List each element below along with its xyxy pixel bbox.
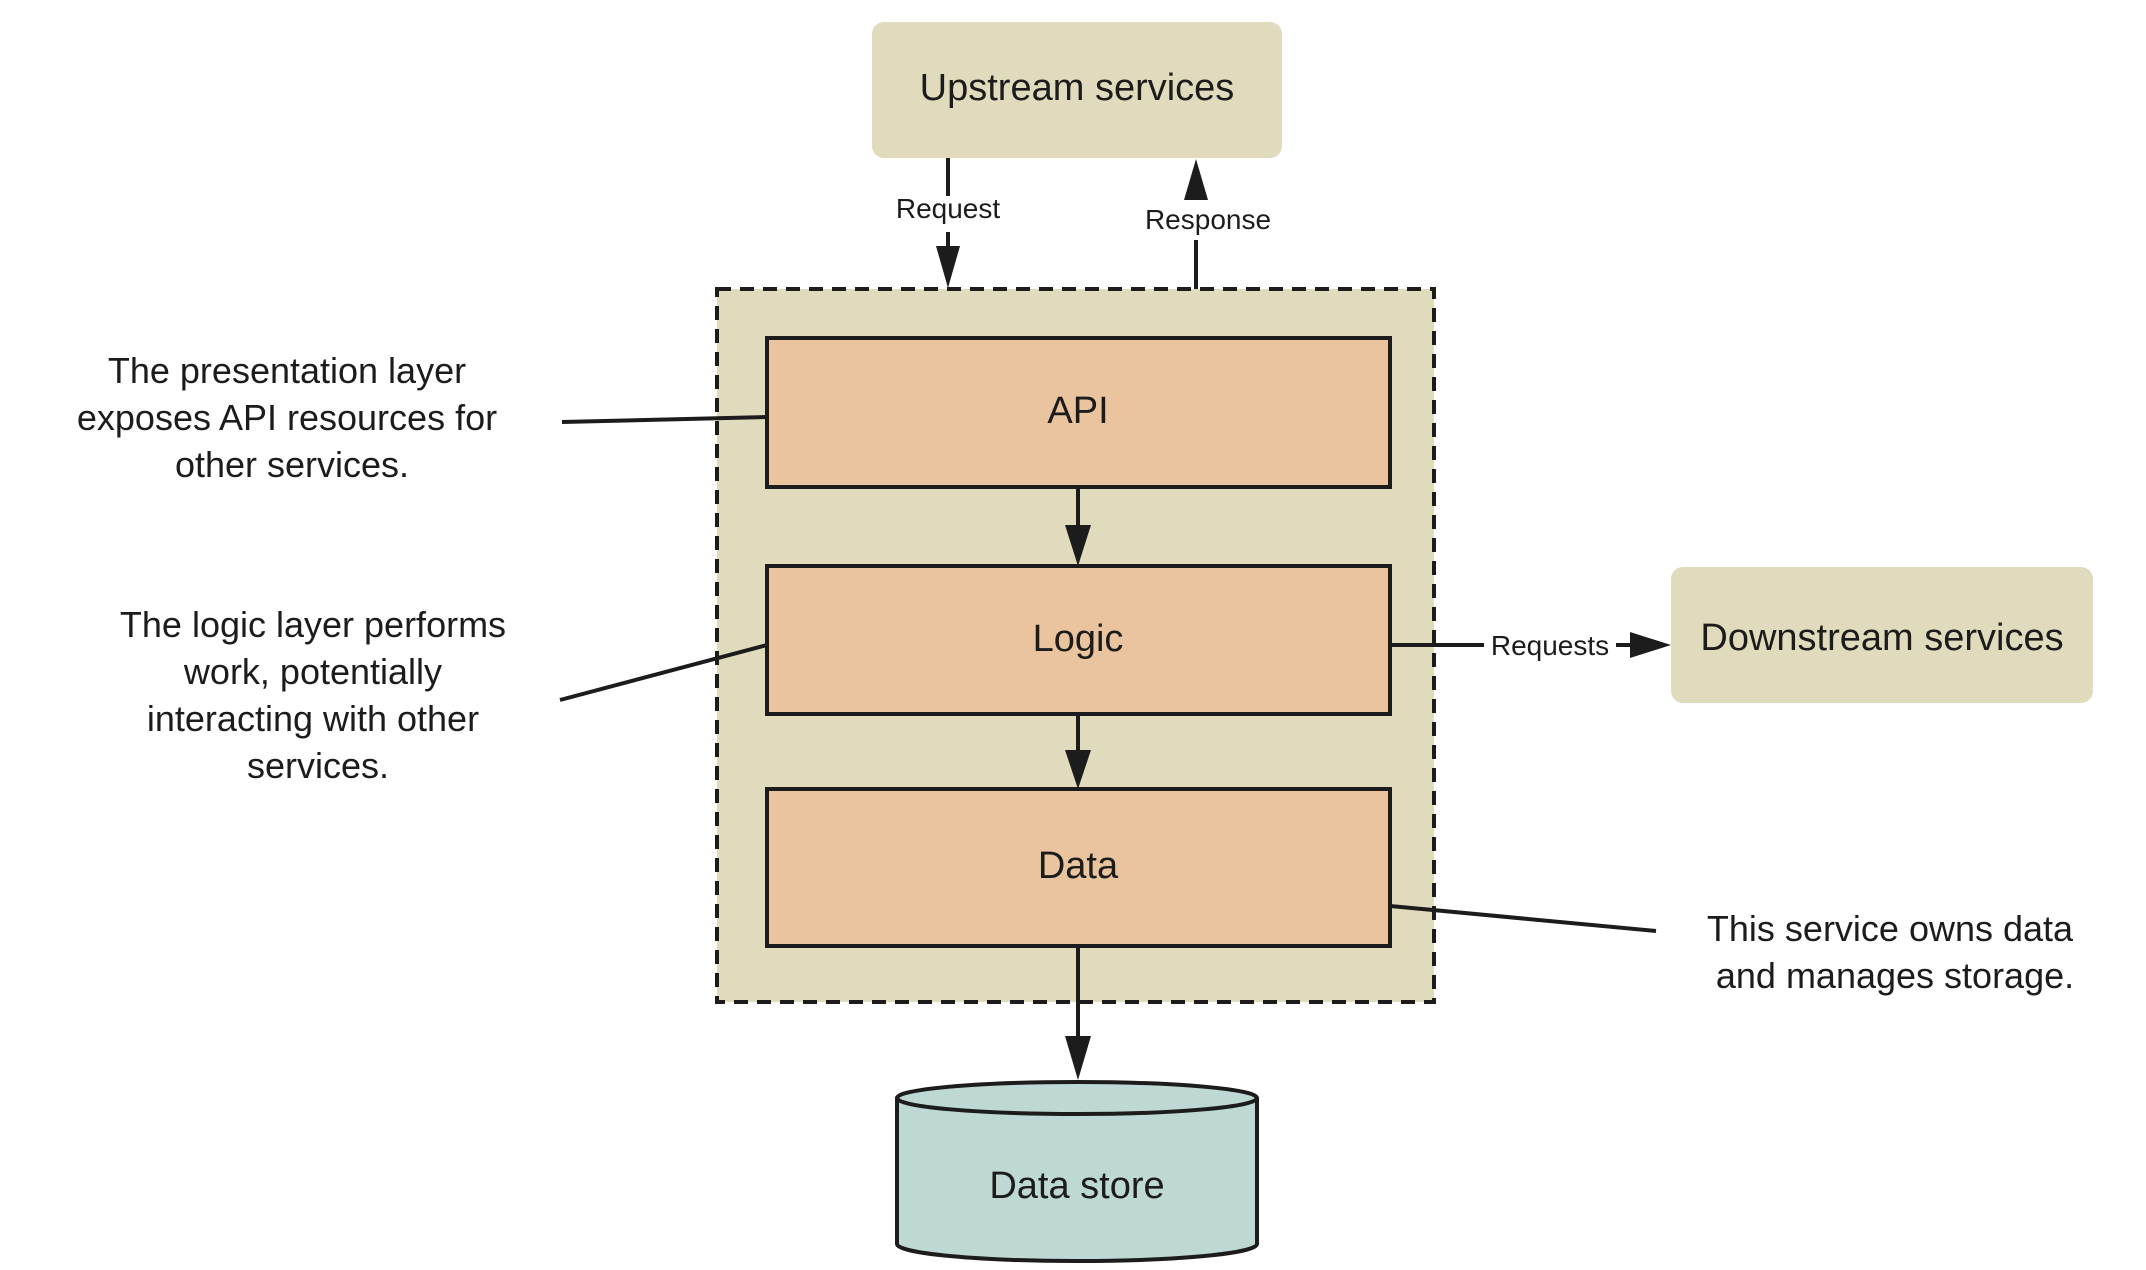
response-edge: Response	[1145, 159, 1271, 289]
data-layer-label: Data	[1038, 845, 1119, 887]
logic-layer-node[interactable]: Logic	[765, 564, 1392, 716]
data-annotation: This service owns data and manages stora…	[1389, 904, 2083, 996]
requests-edge: Requests	[1390, 630, 1671, 661]
api-layer-node[interactable]: API	[765, 336, 1392, 489]
data-annotation-text: This service owns data and manages stora…	[1707, 908, 2083, 996]
logic-data-arrowhead-icon	[1065, 750, 1091, 789]
requests-label: Requests	[1491, 630, 1609, 661]
datastore-node[interactable]: Data store	[895, 1080, 1259, 1263]
data-leader-line	[1389, 904, 1657, 933]
upstream-services-label: Upstream services	[920, 67, 1235, 109]
data-to-datastore-edge	[1065, 946, 1091, 1080]
datastore-top	[895, 1080, 1259, 1116]
api-to-logic-edge	[1065, 487, 1091, 566]
response-label: Response	[1145, 204, 1271, 235]
logic-layer-label: Logic	[1033, 618, 1124, 660]
api-logic-arrowhead-icon	[1065, 525, 1091, 566]
request-label: Request	[896, 193, 1001, 224]
requests-arrowhead-icon	[1630, 632, 1671, 658]
presentation-leader-line	[561, 415, 768, 424]
data-datastore-arrowhead-icon	[1065, 1036, 1091, 1080]
logic-annotation: The logic layer performs work, potential…	[120, 604, 768, 786]
datastore-label: Data store	[989, 1165, 1164, 1207]
upstream-services-node[interactable]: Upstream services	[872, 22, 1282, 158]
response-arrowhead-icon	[1184, 159, 1208, 200]
request-arrowhead-icon	[936, 246, 960, 288]
logic-annotation-text: The logic layer performs work, potential…	[120, 604, 516, 786]
request-edge: Request	[896, 158, 1001, 288]
downstream-services-label: Downstream services	[1700, 617, 2063, 659]
presentation-annotation-text: The presentation layer exposes API resou…	[77, 350, 507, 485]
downstream-services-node[interactable]: Downstream services	[1671, 567, 2093, 703]
data-layer-node[interactable]: Data	[765, 787, 1392, 948]
api-layer-label: API	[1047, 390, 1108, 432]
logic-leader-line	[559, 643, 768, 702]
logic-to-data-edge	[1065, 714, 1091, 789]
presentation-annotation: The presentation layer exposes API resou…	[77, 350, 768, 485]
